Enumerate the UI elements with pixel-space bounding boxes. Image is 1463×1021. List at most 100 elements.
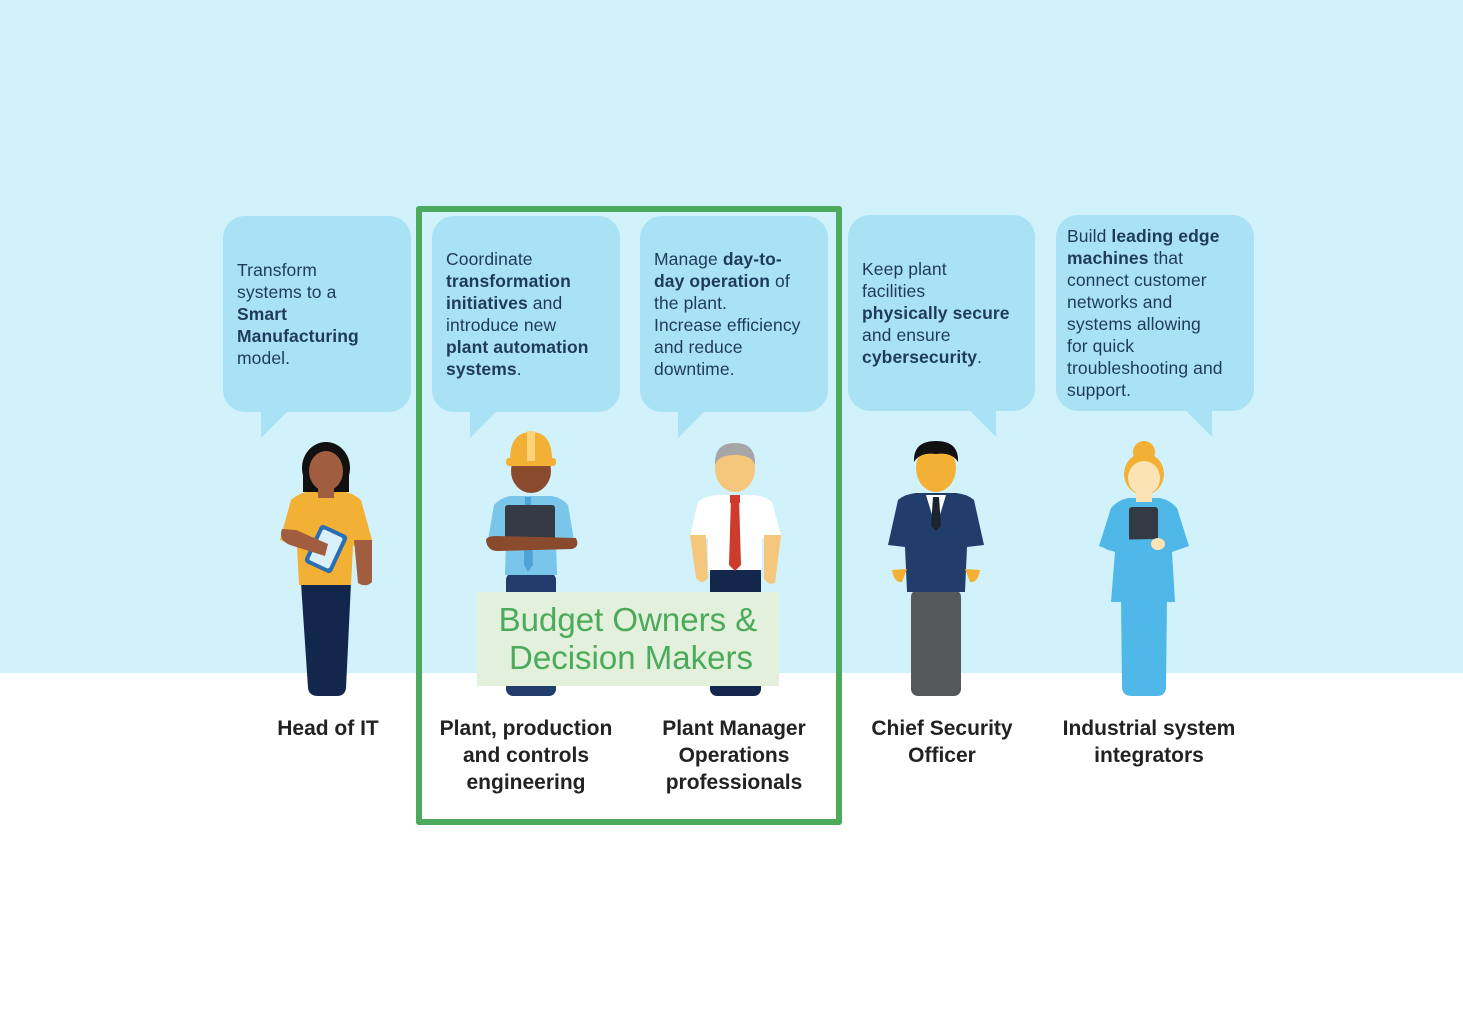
role-title-line: Operations xyxy=(678,744,790,767)
role-title-system-integrators: Industrial system integrators xyxy=(1044,715,1254,769)
bubble-text: Increase efficiency xyxy=(654,315,801,335)
role-title-line: Plant, production xyxy=(439,717,613,740)
bubble-text-line: Coordinate xyxy=(446,248,606,270)
role-title-line: Officer xyxy=(908,744,976,767)
bubble-text-line: Manage day-to- xyxy=(654,248,814,270)
bubble-text-line: Transform xyxy=(237,259,397,281)
bubble-text-line: initiatives and xyxy=(446,292,606,314)
role-title-chief-security-officer: Chief Security Officer xyxy=(837,715,1047,769)
role-title-line: Chief Security xyxy=(871,717,1013,740)
budget-owners-highlight-frame xyxy=(416,206,842,825)
bubble-text: Manage xyxy=(654,249,723,269)
bubble-text: . xyxy=(977,347,983,367)
bubble-text-line: connect customer xyxy=(1067,269,1243,291)
bubble-text-line: introduce new xyxy=(446,314,606,336)
bubble-text-line: systems allowing xyxy=(1067,313,1243,335)
bubble-text: Coordinate xyxy=(446,249,533,269)
bubble-text-line: machines that xyxy=(1067,247,1243,269)
bubble-text-line: the plant. xyxy=(654,292,814,314)
bubble-text-line: plant automation xyxy=(446,336,606,358)
head-of-it-figure xyxy=(280,442,372,696)
bubble-text-bold: machines xyxy=(1067,248,1149,268)
bubble-text: that xyxy=(1148,248,1184,268)
bubble-text: downtime. xyxy=(654,359,735,379)
bubble-text-line: day operation of xyxy=(654,270,814,292)
bubble-text-bold: day-to- xyxy=(722,249,782,269)
bubble-text: Transform xyxy=(237,260,317,280)
bubble-text: the plant. xyxy=(654,293,727,313)
role-title-line: integrators xyxy=(1094,744,1204,767)
bubble-text-line: and ensure xyxy=(862,324,1021,346)
bubble-text-line: and reduce xyxy=(654,336,814,358)
bubble-text-line: support. xyxy=(1067,379,1243,401)
bubble-tail xyxy=(1186,411,1212,437)
bubble-text-bold: physically secure xyxy=(862,303,1010,323)
bubble-text-line: Increase efficiency xyxy=(654,314,814,336)
bubble-text-bold: day operation xyxy=(654,271,771,291)
bubble-text: networks and xyxy=(1067,292,1173,312)
role-title-line: professionals xyxy=(665,771,803,794)
bubble-text-bold: initiatives xyxy=(446,293,528,313)
bubble-text: and ensure xyxy=(862,325,951,345)
budget-owners-badge: Budget Owners & Decision Makers xyxy=(477,592,779,686)
bubble-text: for quick xyxy=(1067,336,1135,356)
bubble-text-line: downtime. xyxy=(654,358,814,380)
role-title-plant-manager: Plant Manager Operations professionals xyxy=(629,715,839,796)
bubble-text-line: transformation xyxy=(446,270,606,292)
bubble-tail xyxy=(678,412,704,438)
bubble-text-bold: cybersecurity xyxy=(862,347,978,367)
bubble-text-bold: Smart xyxy=(237,304,288,324)
bubble-text-line: networks and xyxy=(1067,291,1243,313)
bubble-text-line: systems. xyxy=(446,358,606,380)
bubble-text-bold: systems xyxy=(446,359,517,379)
bubble-text: Build xyxy=(1067,226,1112,246)
badge-line: Decision Makers xyxy=(509,639,753,676)
role-title-line: and controls xyxy=(462,744,589,767)
badge-line: Budget Owners & xyxy=(498,601,758,638)
bubble-text: and reduce xyxy=(654,337,743,357)
role-title-line: Industrial system xyxy=(1062,717,1236,740)
bubble-text-bold: plant automation xyxy=(446,337,589,357)
bubble-text-line: Smart xyxy=(237,303,397,325)
bubble-text: Keep plant xyxy=(862,259,947,279)
bubble-text: troubleshooting and xyxy=(1067,358,1223,378)
role-title-line: Head of IT xyxy=(277,717,379,740)
role-title-line: Plant Manager xyxy=(662,717,806,740)
chief-security-officer-figure xyxy=(888,441,984,696)
bubble-text: and xyxy=(527,293,563,313)
bubble-text: connect customer xyxy=(1067,270,1207,290)
bubble-text-line: troubleshooting and xyxy=(1067,357,1243,379)
bubble-text-line: Manufacturing xyxy=(237,325,397,347)
bubble-tail xyxy=(970,411,996,437)
bubble-text-line: model. xyxy=(237,347,397,369)
role-title-line: engineering xyxy=(466,771,586,794)
bubble-text: model. xyxy=(237,348,291,368)
bubble-text-bold: Manufacturing xyxy=(237,326,359,346)
system-integrators-figure xyxy=(1099,441,1189,696)
bubble-text: systems allowing xyxy=(1067,314,1201,334)
bubble-text-line: facilities xyxy=(862,280,1021,302)
bubble-tail xyxy=(261,412,287,438)
bubble-text-bold: leading edge xyxy=(1111,226,1220,246)
bubble-text: introduce new xyxy=(446,315,557,335)
bubble-text: of xyxy=(770,271,790,291)
role-title-plant-engineering: Plant, production and controls engineeri… xyxy=(421,715,631,796)
bubble-text: facilities xyxy=(862,281,926,301)
bubble-text: support. xyxy=(1067,380,1132,400)
bubble-tail xyxy=(470,412,496,438)
role-title-head-of-it: Head of IT xyxy=(223,715,433,742)
bubble-text: systems to a xyxy=(237,282,337,302)
bubble-text-line: for quick xyxy=(1067,335,1243,357)
bubble-text-line: Build leading edge xyxy=(1067,225,1243,247)
bubble-text-line: Keep plant xyxy=(862,258,1021,280)
bubble-text-bold: transformation xyxy=(446,271,571,291)
bubble-text: . xyxy=(516,359,522,379)
bubble-text-line: systems to a xyxy=(237,281,397,303)
bubble-text-line: cybersecurity. xyxy=(862,346,1021,368)
